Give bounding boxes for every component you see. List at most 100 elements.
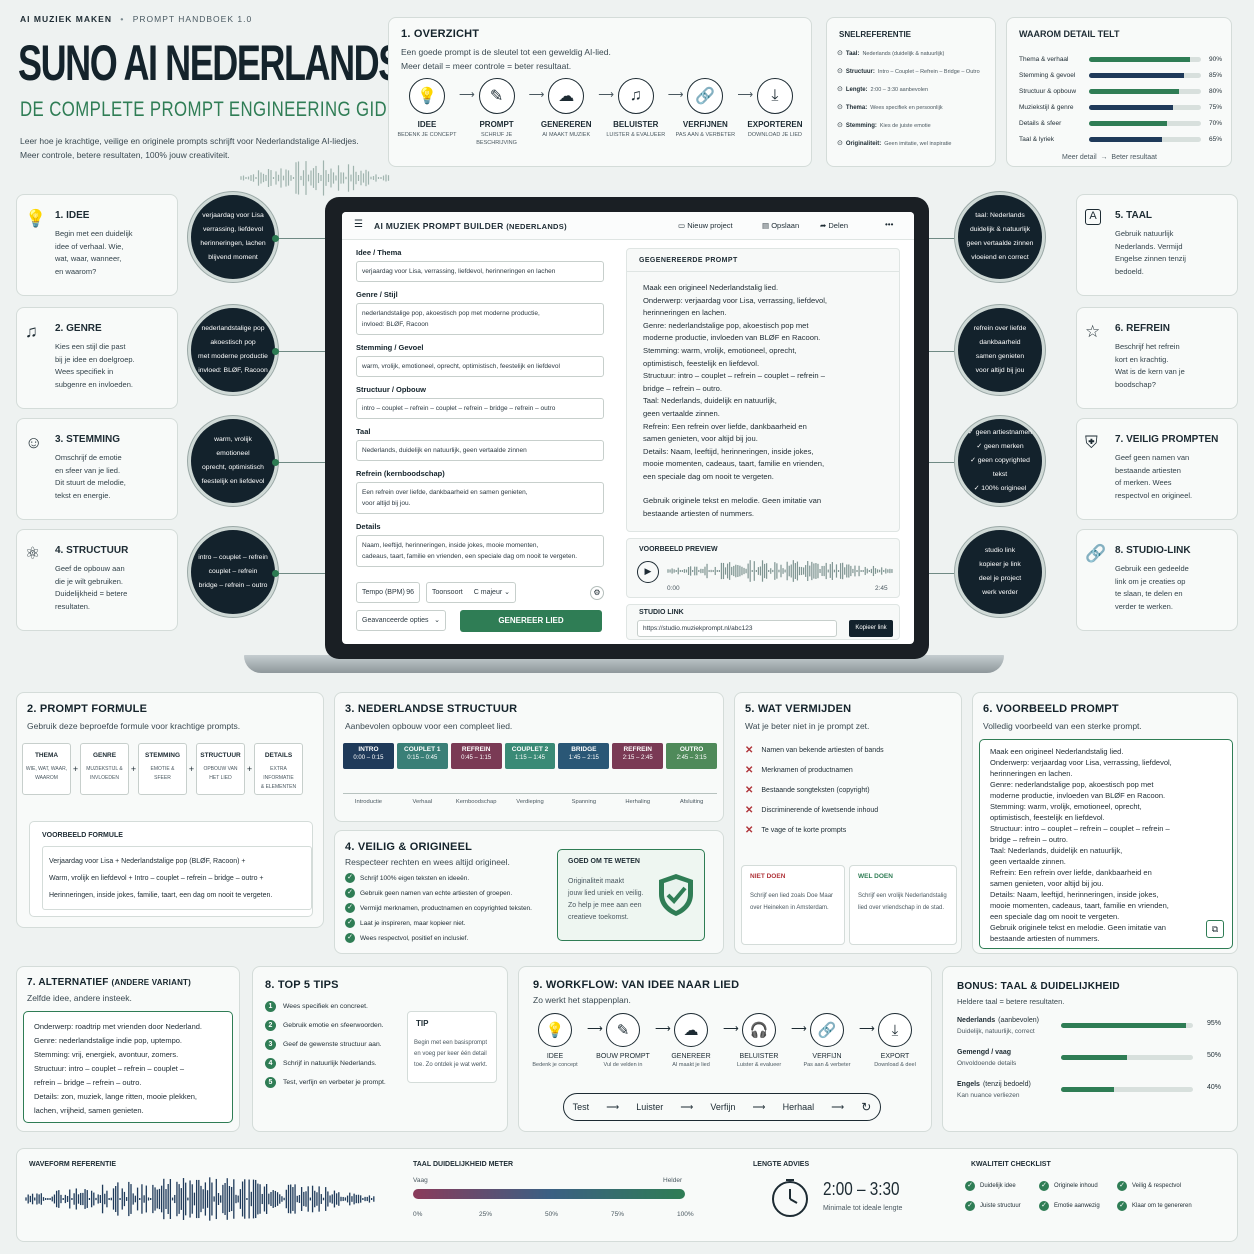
cloud-icon: ☁	[548, 78, 585, 114]
plus-icon: +	[246, 764, 253, 774]
tip-number: 1	[265, 1001, 276, 1012]
do-text: Schrijf een vrolijk Nederlandstalig lied…	[858, 893, 947, 911]
connector-dot	[272, 348, 279, 355]
workflow-step-desc: Pas aan & verbeter	[803, 1062, 851, 1068]
studio-link-input[interactable]: https://studio.muziekprompt.nl/abc123	[637, 620, 837, 637]
more-options-button[interactable]: •••	[885, 220, 894, 229]
workflow-step-desc: Luister & evalueer	[736, 1062, 782, 1068]
avoid-sub: Wat je beter niet in je prompt zet.	[745, 721, 870, 731]
field-input[interactable]: Nederlands, duidelijk en natuurlijk, gee…	[356, 440, 604, 461]
tips-title: 8. TOP 5 TIPS	[265, 979, 339, 991]
alternative-text[interactable]: Onderwerp: roadtrip met vrienden door Ne…	[23, 1011, 233, 1123]
note-bubble: studio link kopieer je link deel je proj…	[955, 527, 1045, 617]
music-note-icon: ♫	[617, 78, 654, 114]
structure-part-desc: Verhaal	[412, 799, 433, 805]
quickref-value: 2:00 – 3:30 aanbevolen	[870, 87, 929, 93]
side-card-title: 4. STRUCTUUR	[55, 545, 129, 556]
workflow-step-desc: Bedenk je concept	[532, 1062, 578, 1068]
avoid-item-text: Te vage of te korte prompts	[761, 827, 847, 834]
music-note-icon: ♫	[25, 322, 38, 341]
side-card-title: 8. STUDIO-LINK	[1115, 545, 1191, 556]
new-project-button[interactable]: ▭ Nieuw project	[678, 221, 733, 230]
safe-item-text: Gebruik geen namen van echte artiesten o…	[360, 889, 513, 897]
formula-box-desc: WIE, WAT, WAAR, WAAROM	[25, 766, 68, 781]
bonus-pct: 40%	[1207, 1084, 1222, 1091]
app-titlebar: ☰ AI MUZIEK PROMPT BUILDER (NEDERLANDS) …	[342, 212, 914, 240]
detail-bar-fill	[1089, 136, 1162, 142]
overview-step-desc: AI MAAKT MUZIEK	[542, 132, 591, 138]
pencil-icon: ✎	[606, 1013, 640, 1047]
bubble-text: ✓ geen artiestnamen ✓ geen merken ✓ geen…	[968, 429, 1032, 492]
detail-bar-fill	[1089, 72, 1185, 78]
overview-step-label: EXPORTEREN	[747, 120, 803, 129]
detail-foot-2: Beter resultaat	[1111, 154, 1157, 161]
field-input[interactable]: warm, vrolijk, emotioneel, oprecht, opti…	[356, 356, 604, 377]
play-button[interactable]: ▶	[637, 561, 659, 583]
arrow-right-icon: ⟶	[737, 89, 754, 101]
avoid-item: ✕Discriminerende of kwetsende inhoud	[745, 805, 955, 816]
arrow-right-icon: ⟶	[598, 89, 614, 101]
workflow-title: 9. WORKFLOW: VAN IDEE NAAR LIED	[533, 979, 740, 991]
field-label: Details	[356, 522, 381, 531]
quickref-card: SNELREFERENTIE ⊙Taal:Nederlands (duideli…	[826, 17, 996, 167]
formula-box-title: THEMA	[34, 752, 59, 759]
copy-link-button[interactable]: Kopieer link	[849, 620, 893, 637]
check-icon: ✓	[345, 888, 355, 898]
cross-icon: ✕	[745, 805, 754, 816]
preview-waveform[interactable]	[667, 559, 893, 583]
menu-icon[interactable]: ☰	[354, 219, 363, 230]
formula-title: 2. PROMPT FORMULE	[27, 703, 148, 715]
detail-bar-fill	[1089, 104, 1173, 110]
checklist-item-text: Klaar om te genereren	[1132, 1203, 1192, 1209]
generate-button[interactable]: GENEREER LIED	[460, 610, 602, 632]
structure-part-desc: Herhaling	[625, 799, 651, 805]
tempo-field[interactable]: Tempo (BPM)96	[356, 582, 420, 603]
checklist-item-text: Juiste structuur	[980, 1203, 1021, 1209]
field-input[interactable]: Naam, leeftijd, herinneringen, inside jo…	[356, 535, 604, 567]
preview-title: VOORBEELD PREVIEW	[639, 546, 718, 553]
detail-bar	[1089, 120, 1201, 126]
workflow-step-label: GENEREER	[671, 1053, 711, 1060]
advanced-options-button[interactable]: Geavanceerde opties⌄	[356, 610, 446, 631]
side-card-text: Gebruik een gedeelde link om je creaties…	[1115, 564, 1189, 611]
field-input[interactable]: intro – couplet – refrein – couplet – re…	[356, 398, 604, 419]
checklist-item: ✓Veilig & respectvol	[1117, 1181, 1227, 1191]
bonus-label-extra: (tenzij bedoeld)	[982, 1081, 1031, 1088]
share-button[interactable]: ➦ Delen	[820, 221, 848, 230]
generated-text[interactable]: Maak een origineel Nederlandstalig lied.…	[643, 283, 828, 481]
field-input[interactable]: Een refrein over liefde, dankbaarheid en…	[356, 482, 604, 514]
quickref-bullet-icon: ⊙	[837, 86, 843, 93]
checklist-item: ✓Emotie aanwezig	[1039, 1201, 1117, 1211]
field-input[interactable]: nederlandstalige pop, akoestisch pop met…	[356, 303, 604, 335]
example-text[interactable]: Maak een origineel Nederlandstalig lied.…	[990, 747, 1172, 943]
settings-icon[interactable]: ⚙	[590, 585, 604, 600]
quickref-key: Structuur:	[845, 69, 875, 75]
arrow-right-icon: ⟶	[667, 89, 684, 101]
tip-text: Begin met een basisprompt en voeg per ke…	[414, 1040, 488, 1068]
header-waveform-icon	[240, 160, 390, 196]
field-label: Structuur / Opbouw	[356, 385, 426, 394]
formula-box-desc: EMOTIE & SFEER	[150, 766, 175, 781]
field-input[interactable]: verjaardag voor Lisa, verrassing, liefde…	[356, 261, 604, 282]
detail-bar	[1089, 56, 1201, 62]
side-card-text: Begin met een duidelijk idee of verhaal.…	[55, 229, 133, 276]
tip-number: 5	[265, 1077, 276, 1088]
avoid-item-text: Namen van bekende artiesten of bands	[761, 747, 884, 754]
quality-checklist: ✓Duidelijk idee✓Originele inhoud✓Veilig …	[965, 1181, 1235, 1211]
save-button[interactable]: ▤ Opslaan	[762, 221, 799, 230]
workflow-step-label: VERFIJN	[812, 1053, 842, 1060]
check-icon: ✓	[965, 1201, 975, 1211]
copy-icon[interactable]: ⧉	[1206, 920, 1224, 938]
